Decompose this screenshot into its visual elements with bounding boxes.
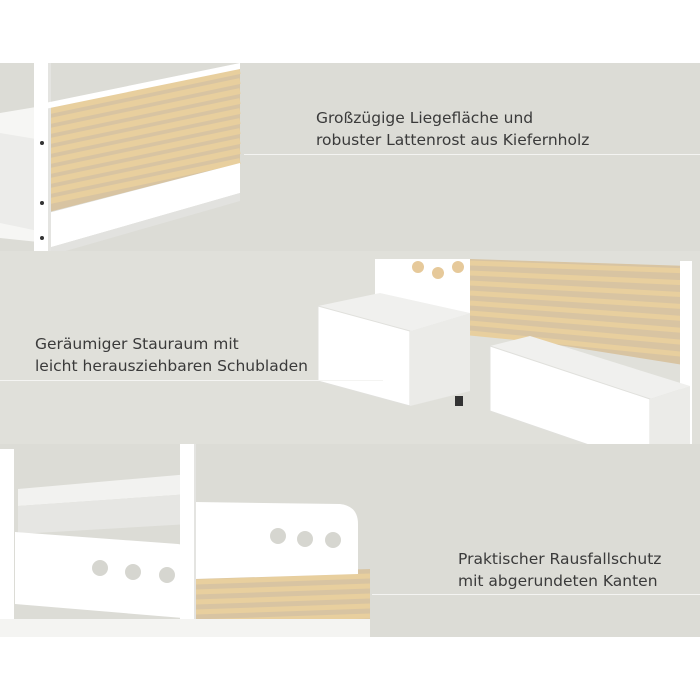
feature-panel-drawers: Geräumiger Stauraum mit leicht herauszie… [0,251,700,466]
caption-line: Praktischer Rausfallschutz [458,550,662,568]
bed-slats-photo [0,63,241,285]
bed-guard-photo [0,444,371,637]
feature-panel-slats: Großzügige Liegefläche und robuster Latt… [0,63,700,285]
divider-line [372,594,700,595]
divider-line [0,380,383,381]
caption-line: robuster Lattenrost aus Kiefernholz [316,131,590,149]
divider-line [244,154,700,155]
wooden-slats [49,68,241,204]
feature-panel-fall-protection: Praktischer Rausfallschutz mit abgerunde… [0,444,700,637]
caption-line: Geräumiger Stauraum mit [35,335,239,353]
caption-line: mit abgerundeten Kanten [458,572,658,590]
feature-caption-slats: Großzügige Liegefläche und robuster Latt… [316,107,589,151]
feature-caption-drawers: Geräumiger Stauraum mit leicht herauszie… [35,333,308,377]
caption-line: Großzügige Liegefläche und [316,109,534,127]
feature-caption-fall-protection: Praktischer Rausfallschutz mit abgerunde… [458,548,661,592]
wooden-slats [469,260,691,358]
caption-line: leicht herausziehbaren Schubladen [35,357,308,375]
